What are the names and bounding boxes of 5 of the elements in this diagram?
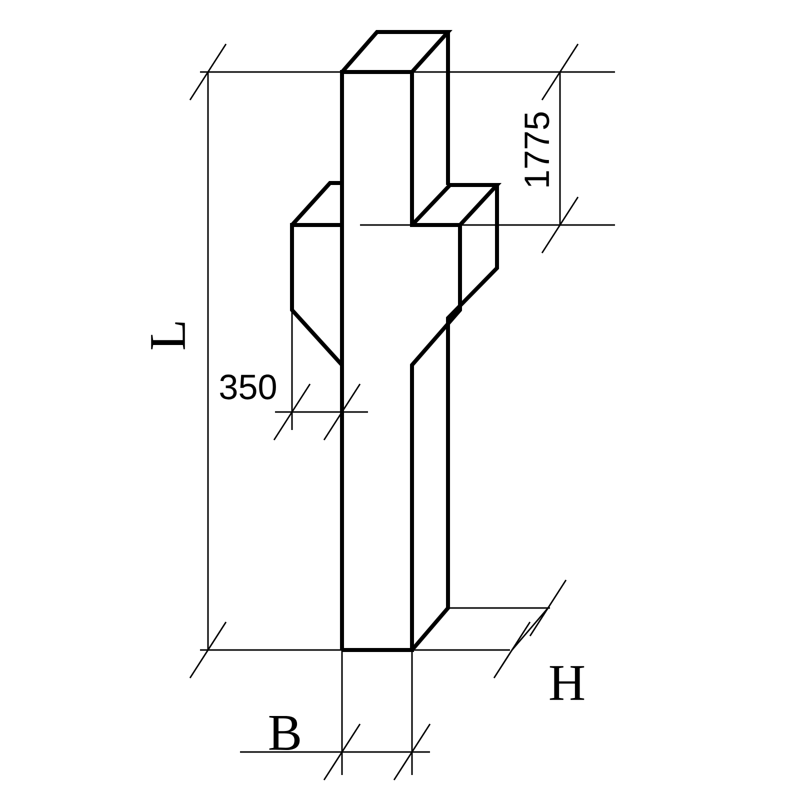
dimension-label: L [151,322,185,350]
dimension-label: B [269,716,300,750]
dimension-label: 1775 [524,112,550,186]
dimension-label: 350 [220,374,276,400]
dimension-label: H [550,666,584,700]
